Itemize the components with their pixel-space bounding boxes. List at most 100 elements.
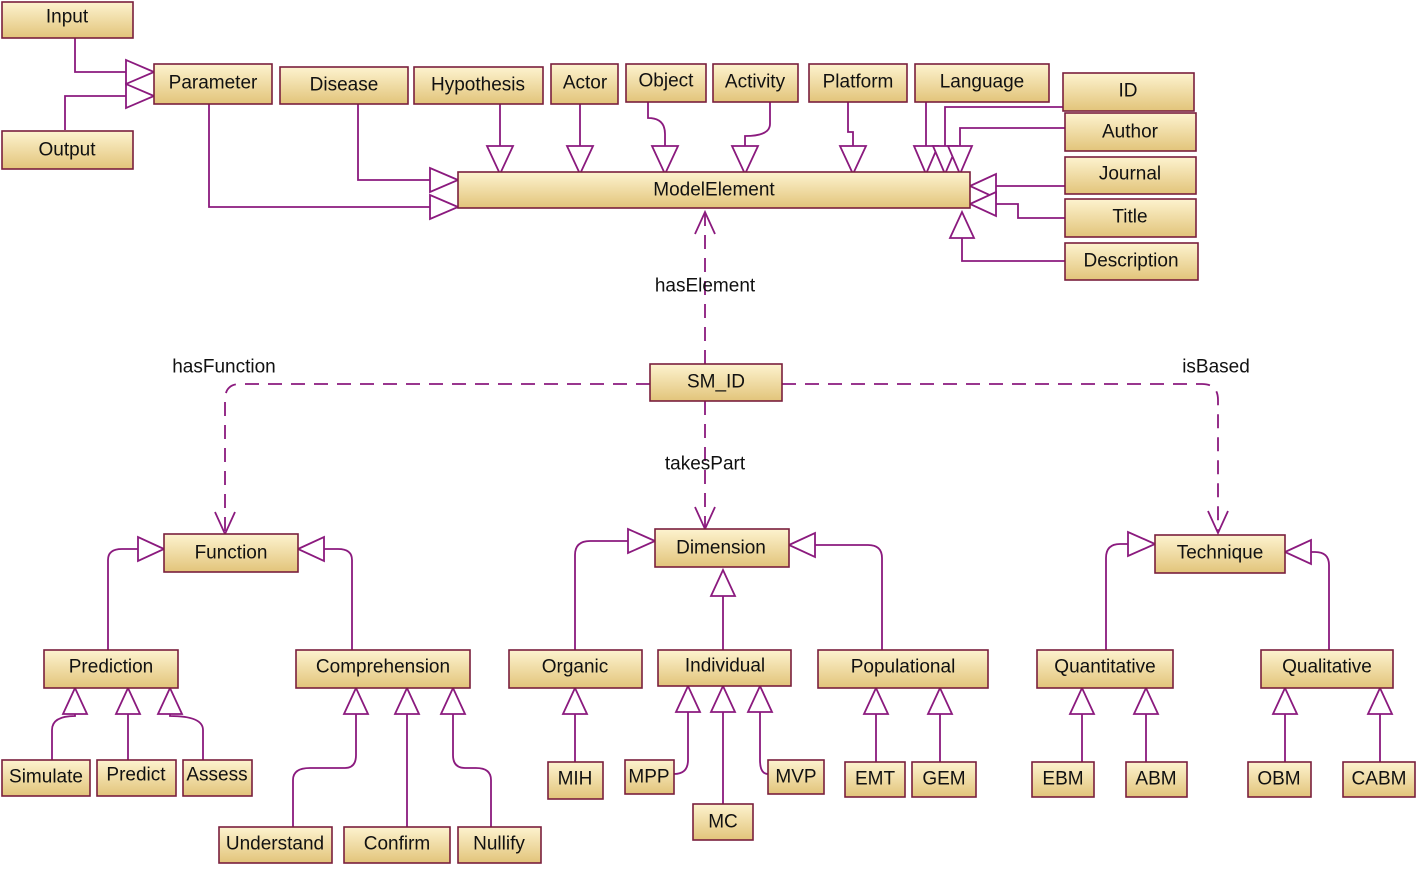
class-label: ModelElement (653, 180, 775, 201)
class-organic[interactable]: Organic (508, 649, 643, 689)
class-label: Qualitative (1282, 657, 1372, 678)
class-individual[interactable]: Individual (657, 649, 792, 687)
generalization-arrowhead (125, 58, 157, 86)
edge-quantitative-technique (1105, 543, 1128, 650)
generalization-arrowhead (1282, 538, 1312, 566)
generalization-arrowhead (926, 685, 954, 715)
class-emt[interactable]: EMT (844, 761, 906, 798)
class-mpp[interactable]: MPP (624, 759, 675, 795)
generalization-arrowhead (429, 166, 461, 194)
class-label: Organic (542, 657, 609, 678)
edge-activity-modelelement (744, 102, 771, 146)
class-abm[interactable]: ABM (1125, 761, 1188, 798)
class-populational[interactable]: Populational (817, 649, 989, 689)
class-label: Simulate (9, 767, 83, 788)
class-nullify[interactable]: Nullify (457, 826, 542, 864)
generalization-arrowhead (429, 193, 461, 221)
class-label: Confirm (364, 834, 431, 855)
class-ebm[interactable]: EBM (1031, 761, 1095, 798)
edge-qualitative-technique (1311, 551, 1330, 650)
edge-assess-prediction (169, 714, 204, 760)
edge-isBased (782, 383, 1219, 533)
generalization-arrowhead (786, 531, 816, 559)
generalization-arrowhead (1271, 685, 1299, 715)
class-obm[interactable]: OBM (1247, 761, 1312, 798)
generalization-arrowhead (295, 535, 325, 563)
class-language[interactable]: Language (914, 63, 1050, 103)
class-label: Language (940, 72, 1025, 93)
generalization-arrowhead (485, 145, 515, 177)
generalization-arrowhead (709, 567, 737, 597)
dependency-arrowhead (1207, 510, 1229, 536)
class-input[interactable]: Input (1, 1, 134, 39)
class-label: Prediction (69, 657, 154, 678)
class-actor[interactable]: Actor (550, 63, 619, 105)
class-label: MC (708, 812, 738, 833)
generalization-arrowhead (342, 685, 370, 715)
class-assess[interactable]: Assess (182, 759, 253, 797)
class-understand[interactable]: Understand (218, 826, 333, 864)
edges (51, 37, 1394, 827)
generalization-arrowhead (1127, 530, 1158, 558)
generalization-arrowhead (137, 535, 167, 563)
class-prediction[interactable]: Prediction (43, 649, 179, 689)
class-label: Description (1083, 251, 1178, 272)
edge-input-parameter (74, 37, 126, 73)
class-simulate[interactable]: Simulate (1, 759, 91, 797)
class-hypothesis[interactable]: Hypothesis (413, 66, 544, 105)
class-function[interactable]: Function (163, 533, 299, 573)
edge-disease-modelelement (357, 104, 430, 181)
class-dimension[interactable]: Dimension (654, 528, 790, 568)
class-label: MPP (628, 767, 669, 788)
class-cabm[interactable]: CABM (1342, 761, 1416, 798)
class-modelelement[interactable]: ModelElement (457, 171, 971, 209)
class-disease[interactable]: Disease (279, 66, 409, 105)
generalization-arrowhead (838, 145, 868, 177)
class-label: MIH (558, 769, 593, 790)
edge-mvp-individual (759, 712, 769, 775)
edge-label-hasElement: hasElement (655, 276, 756, 297)
class-parameter[interactable]: Parameter (153, 63, 273, 105)
class-gem[interactable]: GEM (911, 761, 977, 798)
generalization-arrowhead (61, 685, 89, 715)
class-platform[interactable]: Platform (808, 63, 908, 103)
class-label: Dimension (676, 538, 766, 559)
class-qualitative[interactable]: Qualitative (1260, 649, 1394, 689)
generalization-arrowhead (674, 683, 702, 713)
generalization-arrowhead (862, 685, 890, 715)
generalization-arrowhead (709, 683, 737, 713)
class-technique[interactable]: Technique (1154, 534, 1286, 574)
edge-platform-modelelement (847, 102, 854, 146)
generalization-arrowhead (114, 685, 142, 715)
class-label: Input (46, 7, 89, 28)
class-activity[interactable]: Activity (712, 63, 799, 103)
class-label: Understand (226, 834, 324, 855)
generalization-arrowhead (948, 209, 976, 239)
class-quantitative[interactable]: Quantitative (1036, 649, 1174, 689)
class-object[interactable]: Object (625, 63, 707, 103)
class-author[interactable]: Author (1064, 112, 1197, 152)
edge-output-parameter (64, 95, 126, 130)
generalization-arrowhead (746, 683, 774, 713)
class-sm-id[interactable]: SM_ID (649, 363, 783, 402)
class-mvp[interactable]: MVP (767, 759, 825, 795)
class-description[interactable]: Description (1064, 242, 1199, 281)
edge-simulate-prediction (51, 714, 76, 760)
class-predict[interactable]: Predict (96, 759, 177, 797)
class-journal[interactable]: Journal (1064, 156, 1197, 195)
class-label: Comprehension (316, 657, 450, 678)
class-confirm[interactable]: Confirm (343, 826, 451, 864)
class-output[interactable]: Output (1, 130, 134, 170)
class-mih[interactable]: MIH (547, 761, 604, 800)
generalization-arrowhead (1132, 685, 1160, 715)
class-mc[interactable]: MC (692, 803, 754, 841)
class-comprehension[interactable]: Comprehension (295, 649, 471, 689)
edge-populational-dimension (815, 544, 883, 650)
generalization-arrowhead (393, 685, 421, 715)
class-label: SM_ID (687, 372, 745, 393)
class-title[interactable]: Title (1064, 198, 1197, 238)
edge-author-modelelement (959, 127, 1065, 146)
class-label: Author (1102, 122, 1159, 143)
class-id[interactable]: ID (1062, 72, 1195, 112)
generalization-arrowhead (1366, 685, 1394, 715)
